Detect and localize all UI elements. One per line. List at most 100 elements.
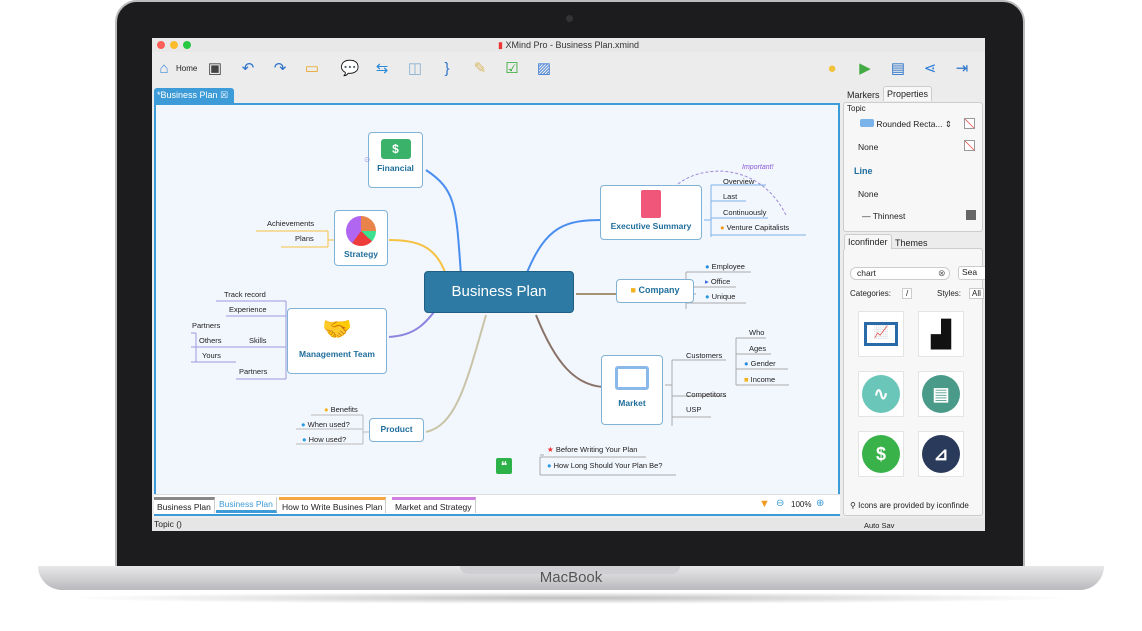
icon-result-report[interactable]: ▤ [918, 371, 964, 417]
subtopic-office[interactable]: ▸ Office [705, 277, 731, 286]
topic-strategy[interactable]: Strategy [334, 210, 388, 266]
gantt-icon[interactable]: ▤ [890, 60, 906, 77]
topic-icon[interactable]: ▭ [304, 60, 320, 77]
topic-financial[interactable]: $ Financial [368, 132, 423, 188]
tab-iconfinder[interactable]: Iconfinder [844, 234, 892, 249]
subtopic-achievements[interactable]: Achievements [267, 219, 315, 228]
floating-topic-how-long[interactable]: ● How Long Should Your Plan Be? [547, 461, 663, 470]
subtopic-unique[interactable]: ● Unique [705, 292, 736, 301]
laptop-notch [460, 566, 680, 574]
sheet-tab-2[interactable]: Business Plan [216, 497, 277, 513]
topic-executive-summary[interactable]: Executive Summary [600, 185, 702, 240]
subtopic-plans[interactable]: Plans [295, 234, 314, 243]
categories-select[interactable]: / [902, 288, 913, 299]
zoom-out-icon[interactable]: ⊖ [776, 498, 785, 509]
subtopic-experience[interactable]: Experience [229, 305, 267, 314]
hands-icon: 🤝 [322, 316, 352, 343]
styles-select[interactable]: All [969, 288, 984, 299]
redo-icon[interactable]: ↷ [273, 60, 287, 77]
filter-icon[interactable]: ▼ [759, 498, 770, 510]
undo-icon[interactable]: ↶ [241, 60, 255, 77]
search-button[interactable]: Sea [958, 266, 985, 280]
subtopic-how-used[interactable]: ● How used? [302, 435, 347, 444]
task-icon[interactable]: ☑ [505, 60, 519, 77]
relationship-icon[interactable]: ⇆ [375, 60, 389, 77]
relationship-label[interactable]: Important! [742, 164, 774, 171]
subtopic-skills-partners[interactable]: Partners [192, 321, 221, 330]
topic-company[interactable]: ■ Company [616, 279, 694, 303]
subtopic-ages[interactable]: Ages [749, 344, 767, 353]
topic-product[interactable]: Product [369, 418, 424, 442]
topic-management-team[interactable]: 🤝 Management Team [287, 308, 387, 374]
icon-result-pulse[interactable]: ∿ [858, 371, 904, 417]
idea-icon[interactable]: ● [827, 59, 837, 77]
fill-color-swatch[interactable] [964, 118, 975, 129]
subtopic-usp[interactable]: USP [686, 405, 702, 414]
subtopic-gender[interactable]: ● Gender [744, 359, 776, 368]
mind-map-canvas[interactable]: Business Plan $ Financial ⊙ Strategy Ach… [154, 103, 840, 516]
subtopic-last[interactable]: Last [723, 192, 738, 201]
home-label[interactable]: Home [176, 64, 198, 73]
subtopic-income[interactable]: ■ Income [744, 375, 776, 384]
money-icon: $ [380, 139, 411, 159]
icon-result-dollar[interactable]: $ [858, 431, 904, 477]
icon-result-monitor-chart[interactable]: 📈 [858, 311, 904, 357]
callout-icon[interactable]: 💬 [340, 60, 360, 77]
subtopic-skills[interactable]: Skills [249, 336, 267, 345]
subtopic-partners[interactable]: Partners [239, 367, 268, 376]
image-icon[interactable]: ▨ [536, 60, 552, 77]
note-icon[interactable]: ✎ [473, 60, 487, 77]
status-bar: Topic () Auto Sav [152, 518, 985, 531]
subtopic-benefits[interactable]: ● Benefits [324, 405, 358, 414]
boundary-icon[interactable]: ◫ [407, 60, 423, 77]
sheet-tab-4[interactable]: Market and Strategy [392, 497, 476, 513]
expand-icon[interactable]: ⊙ [364, 155, 371, 164]
close-tab-icon[interactable]: ☒ [220, 90, 229, 100]
subtopic-when-used[interactable]: ● When used? [301, 420, 350, 429]
presentation-icon[interactable]: ▶ [859, 60, 871, 77]
close-button[interactable] [157, 41, 165, 49]
clear-search-icon[interactable]: ⊗ [938, 268, 946, 278]
minimize-button[interactable] [170, 41, 178, 49]
line-width-select[interactable]: — Thinnest [862, 211, 906, 221]
subtopic-overview[interactable]: Overview [723, 177, 755, 186]
icon-result-bar-chart[interactable]: ▟ [918, 311, 964, 357]
subtopic-track-record[interactable]: Track record [224, 290, 266, 299]
line-color-swatch[interactable] [966, 210, 976, 220]
line-style-select[interactable]: None [858, 189, 879, 199]
maximize-button[interactable] [183, 41, 191, 49]
share-icon[interactable]: ⋖ [923, 60, 937, 77]
status-left: Topic () [154, 519, 182, 529]
border-color-swatch[interactable] [964, 140, 975, 151]
subtopic-who[interactable]: Who [749, 328, 765, 337]
subtopic-continuously[interactable]: Continuously [723, 208, 767, 217]
icon-result-presentation[interactable]: ⊿ [918, 431, 964, 477]
zoom-in-icon[interactable]: ⊕ [816, 498, 825, 509]
sheet-tabs: Business Plan Business Plan How to Write… [154, 494, 840, 514]
subtopic-employee[interactable]: ● Employee [705, 262, 745, 271]
tab-properties[interactable]: Properties [883, 86, 933, 101]
summary-icon[interactable]: } [444, 59, 450, 77]
trophy-icon: ■ [630, 285, 636, 295]
icon-search-input[interactable]: chart [850, 267, 950, 280]
subtopic-customers[interactable]: Customers [686, 351, 723, 360]
subtopic-venture-capitalists[interactable]: ● Venture Capitalists [720, 223, 790, 232]
sheet-tab-3[interactable]: How to Write Busines Plan [279, 497, 387, 513]
tab-themes[interactable]: Themes [895, 238, 928, 248]
topic-label: Management Team [299, 349, 375, 359]
border-select[interactable]: None [858, 142, 879, 152]
save-icon[interactable]: ▣ [207, 60, 223, 77]
tab-markers[interactable]: Markers [847, 90, 880, 100]
editor-tab[interactable]: *Business Plan ☒ [154, 88, 234, 103]
sheet-tab-1[interactable]: Business Plan [154, 497, 215, 513]
export-icon[interactable]: ⇥ [955, 60, 969, 77]
subtopic-yours[interactable]: Yours [202, 351, 221, 360]
subtopic-others[interactable]: Others [199, 336, 222, 345]
floating-topic-before[interactable]: ★ Before Writing Your Plan [547, 445, 638, 454]
shape-select[interactable]: Rounded Recta... ⇕ [860, 119, 952, 130]
document-icon [641, 190, 661, 218]
home-icon[interactable]: ⌂ [159, 59, 169, 77]
subtopic-competitors[interactable]: Competitors [686, 390, 727, 399]
topic-market[interactable]: Market [601, 355, 663, 425]
central-topic[interactable]: Business Plan [424, 271, 574, 313]
